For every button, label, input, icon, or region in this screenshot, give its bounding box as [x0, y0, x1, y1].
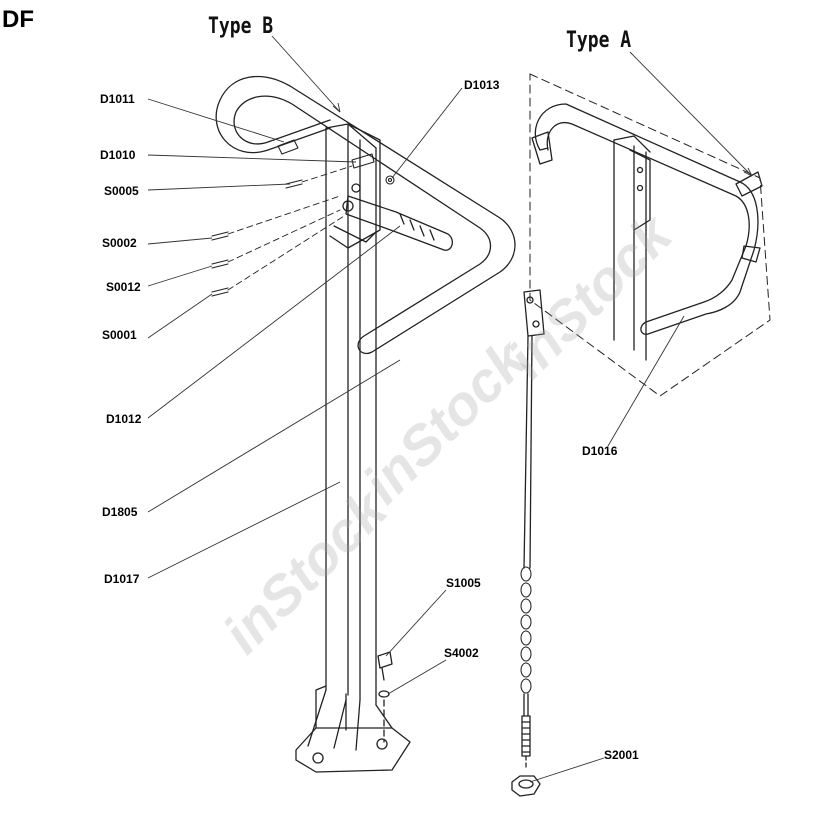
- part-label-d1012: D1012: [106, 412, 142, 426]
- type-a-title: Type A: [566, 28, 632, 53]
- control-lever: [342, 183, 454, 251]
- part-label-d1805: D1805: [102, 505, 138, 519]
- type-a-column: [613, 135, 651, 361]
- lock-nut: [511, 775, 541, 797]
- part-label-d1010: D1010: [100, 148, 136, 162]
- type-a-handle: [531, 103, 763, 335]
- part-label-d1016: D1016: [582, 444, 618, 458]
- type-b-column: [325, 123, 381, 706]
- base-bolt: [377, 651, 393, 743]
- leader-lines: [147, 35, 753, 783]
- part-label-d1017: D1017: [104, 572, 140, 586]
- part-label-s0005: S0005: [104, 184, 139, 198]
- part-label-s0012: S0012: [106, 280, 141, 294]
- type-a-boundary: [529, 73, 771, 397]
- model-code: DF: [2, 6, 34, 33]
- part-label-s2001: S2001: [604, 748, 639, 762]
- part-label-d1013: D1013: [464, 78, 500, 92]
- release-chain: [520, 289, 545, 771]
- pins: [211, 139, 395, 297]
- pin-axes: [227, 165, 353, 291]
- part-label-s1005: S1005: [446, 576, 481, 590]
- type-b-base: [295, 685, 411, 773]
- type-b-title: Type B: [208, 14, 274, 39]
- part-label-d1011: D1011: [100, 92, 135, 106]
- part-label-s0002: S0002: [102, 236, 137, 250]
- part-label-s0001: S0001: [102, 328, 137, 342]
- part-label-s4002: S4002: [444, 646, 479, 660]
- type-b-handle-loop: [215, 75, 516, 355]
